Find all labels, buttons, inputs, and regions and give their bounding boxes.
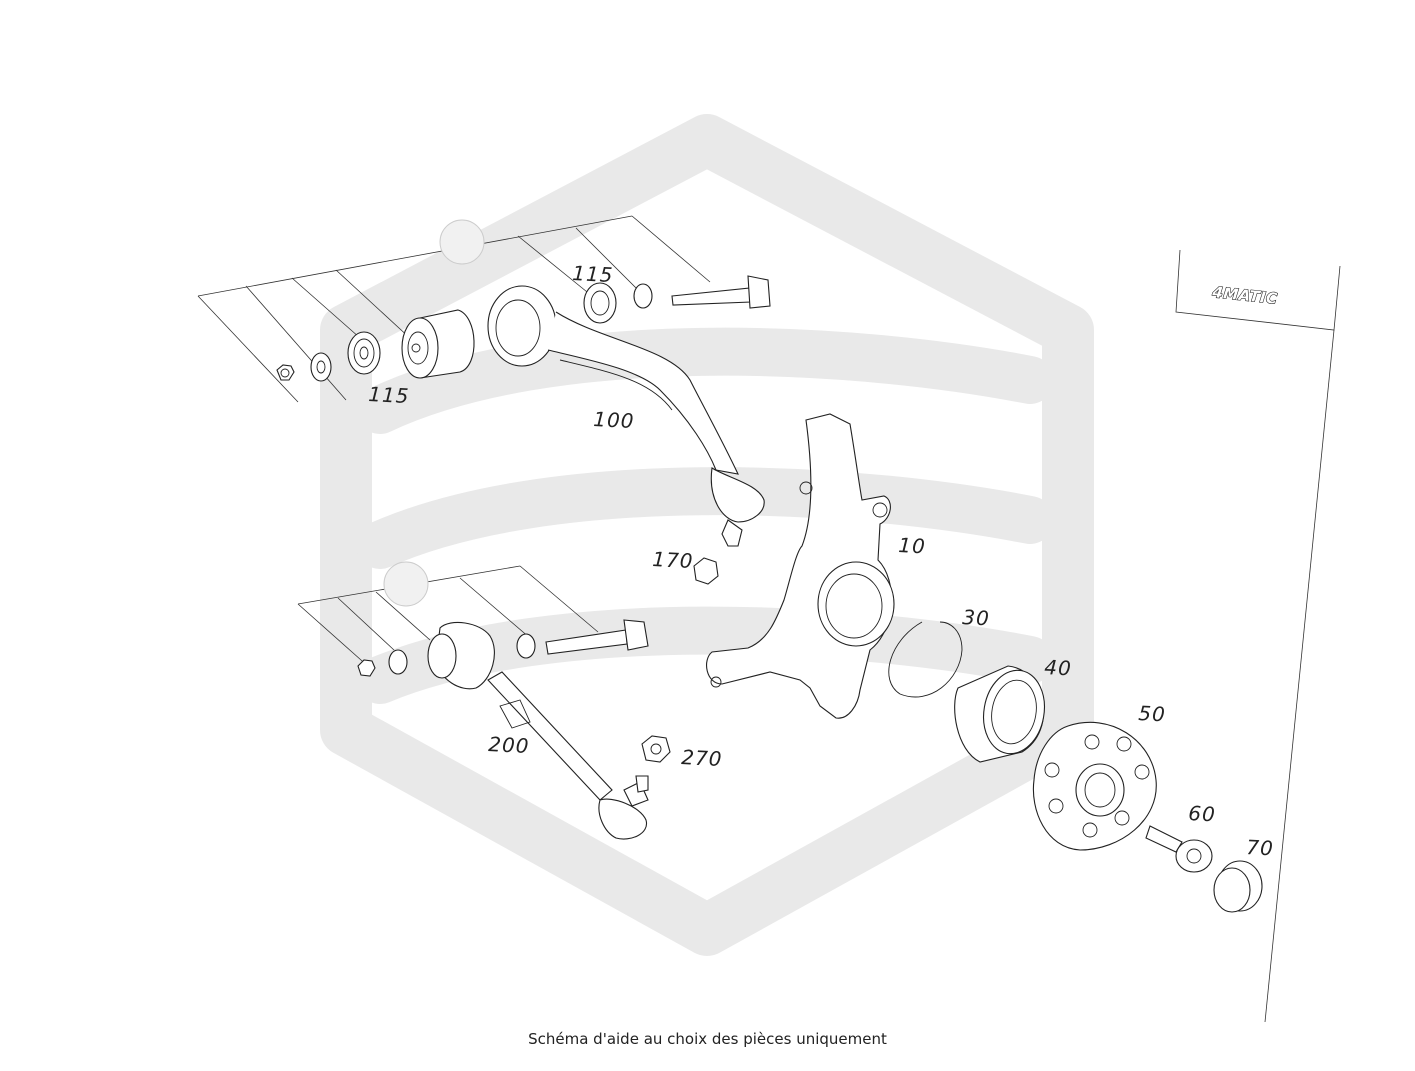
callout-30: 30 bbox=[962, 605, 991, 630]
callout-40: 40 bbox=[1044, 655, 1073, 680]
callout-200: 200 bbox=[488, 732, 530, 758]
wheel-hub bbox=[1032, 721, 1157, 851]
bolt-upper bbox=[671, 275, 771, 309]
washer-lower-right bbox=[516, 633, 536, 659]
callout-50: 50 bbox=[1138, 701, 1167, 726]
callout-170: 170 bbox=[652, 547, 694, 573]
bolt-lower bbox=[545, 619, 649, 655]
hub-bolt bbox=[1145, 825, 1213, 873]
upper-leader-lines bbox=[197, 215, 711, 403]
nut-270 bbox=[641, 735, 671, 763]
callout-60: 60 bbox=[1188, 801, 1217, 826]
hub-cap bbox=[1213, 860, 1263, 913]
callout-270: 270 bbox=[681, 745, 723, 771]
callout-labels: 115 115 100 170 10 30 40 50 60 70 200 27… bbox=[368, 261, 1275, 860]
variant-frame bbox=[1175, 249, 1341, 1023]
lower-grey-sphere bbox=[383, 561, 429, 607]
callout-70: 70 bbox=[1246, 835, 1275, 860]
upper-control-arm bbox=[487, 285, 765, 547]
callout-115-top: 115 bbox=[572, 261, 614, 287]
bushing-large-cylinder bbox=[401, 309, 475, 379]
nut-upper bbox=[276, 364, 295, 381]
diagram-caption: Schéma d'aide au choix des pièces unique… bbox=[528, 1030, 887, 1048]
lower-control-arm bbox=[427, 621, 649, 840]
washer-upper-left bbox=[310, 352, 332, 382]
circlip bbox=[888, 621, 963, 698]
callout-115-left: 115 bbox=[368, 382, 410, 408]
4matic-badge: 4MATIC bbox=[1210, 282, 1279, 308]
bushing-115-right bbox=[583, 282, 617, 324]
callout-10: 10 bbox=[898, 533, 927, 558]
callout-100: 100 bbox=[593, 407, 635, 433]
wheel-bearing bbox=[954, 665, 1045, 763]
steering-knuckle bbox=[706, 413, 895, 719]
nut-170 bbox=[693, 557, 719, 585]
washer-lower-left bbox=[388, 649, 408, 675]
washer-upper-right bbox=[633, 283, 653, 309]
badge-text: 4MATIC bbox=[1211, 283, 1279, 308]
nut-lower bbox=[357, 659, 376, 677]
bushing-115-left bbox=[347, 331, 381, 375]
upper-grey-sphere bbox=[439, 219, 485, 265]
